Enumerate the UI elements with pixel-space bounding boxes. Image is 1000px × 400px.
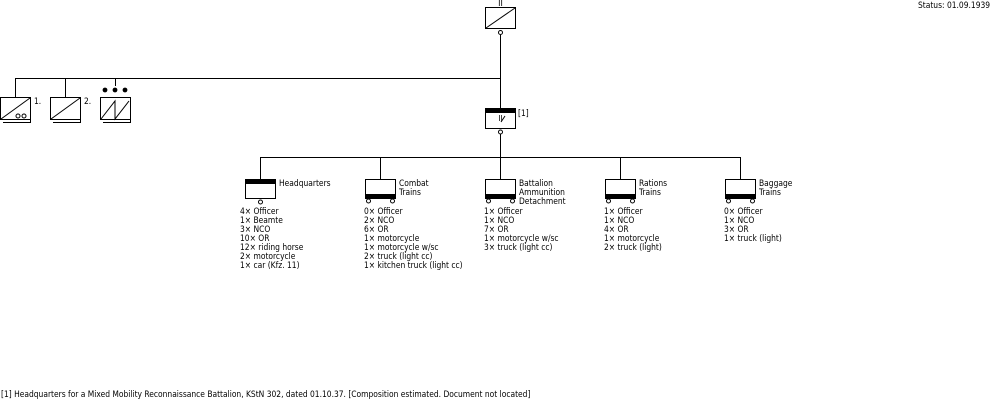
roster-line: 1× motorcycle w/sc — [364, 242, 439, 252]
company-2-label: 2. — [84, 96, 92, 106]
subunit-label-ammunition-detachment: Battalion Ammunition Detachment — [519, 178, 566, 206]
baggage-trains-symbol — [725, 179, 756, 204]
roster-line: 4× OR — [604, 224, 629, 234]
roster-line: 1× truck (light) — [724, 233, 782, 243]
roster-ammunition-detachment: 1× Officer 1× NCO 7× OR 1× motorcycle w/… — [484, 207, 559, 252]
roster-line: 3× OR — [724, 224, 749, 234]
hq-size-marker: II — [498, 114, 502, 123]
roster-headquarters: 4× Officer 1× Beamte 3× NCO 10× OR 12× r… — [240, 207, 303, 270]
hq-footnote-ref: [1] — [518, 108, 529, 118]
roster-line: 2× truck (light cc) — [364, 251, 433, 261]
subunit-label-baggage-trains: Baggage Trains — [759, 178, 793, 197]
subunit-label-rations-trains: Rations Trains — [639, 178, 668, 197]
roster-line: 3× NCO — [240, 224, 271, 234]
status-date: Status: 01.09.1939 — [918, 0, 991, 10]
roster-combat-trains: 0× Officer 2× NCO 6× OR 1× motorcycle 1×… — [364, 207, 463, 270]
company-1-label: 1. — [34, 96, 42, 106]
roster-baggage-trains: 0× Officer 1× NCO 3× OR 1× truck (light) — [724, 207, 782, 243]
roster-line: 2× truck (light) — [604, 242, 662, 252]
subunit-label-combat-trains: Combat Trains — [399, 178, 429, 197]
roster-line: 10× OR — [240, 233, 270, 243]
rations-trains-symbol — [605, 179, 636, 204]
roster-rations-trains: 1× Officer 1× NCO 4× OR 1× motorcycle 2×… — [604, 207, 662, 252]
company-1-symbol — [0, 97, 31, 123]
top-connectors — [15, 35, 501, 110]
roster-line: 7× OR — [484, 224, 509, 234]
roster-line: 2× motorcycle — [240, 251, 296, 261]
combat-trains-symbol — [365, 179, 396, 204]
roster-line: 3× truck (light cc) — [484, 242, 553, 252]
roster-line: 1× motorcycle — [364, 233, 420, 243]
ammunition-detachment-symbol — [485, 179, 516, 204]
roster-line: 1× car (Kfz. 11) — [240, 260, 300, 270]
roster-line: 0× Officer — [724, 206, 763, 216]
company-2-symbol — [50, 97, 81, 123]
roster-line: 1× NCO — [484, 215, 515, 225]
subunit-label-headquarters: Headquarters — [279, 178, 331, 188]
battalion-symbol: II — [485, 0, 516, 35]
roster-line: 1× motorcycle w/sc — [484, 233, 559, 243]
heavy-company-symbol — [100, 87, 131, 123]
subunit-connectors — [260, 134, 741, 179]
roster-line: 12× riding horse — [240, 242, 304, 252]
roster-line: 6× OR — [364, 224, 389, 234]
roster-line: 2× NCO — [364, 215, 395, 225]
roster-line: 1× Officer — [484, 206, 523, 216]
battalion-size-marker: II — [498, 0, 503, 8]
roster-line: 1× NCO — [604, 215, 635, 225]
roster-line: 1× Officer — [604, 206, 643, 216]
roster-line: 1× motorcycle — [604, 233, 660, 243]
footnote: [1] Headquarters for a Mixed Mobility Re… — [1, 389, 531, 399]
roster-line: 0× Officer — [364, 206, 403, 216]
hq-unit-symbol: II — [485, 108, 516, 135]
roster-line: 1× NCO — [724, 215, 755, 225]
headquarters-symbol — [245, 179, 276, 205]
roster-line: 1× Beamte — [240, 215, 283, 225]
roster-line: 1× kitchen truck (light cc) — [364, 260, 463, 270]
roster-line: 4× Officer — [240, 206, 279, 216]
